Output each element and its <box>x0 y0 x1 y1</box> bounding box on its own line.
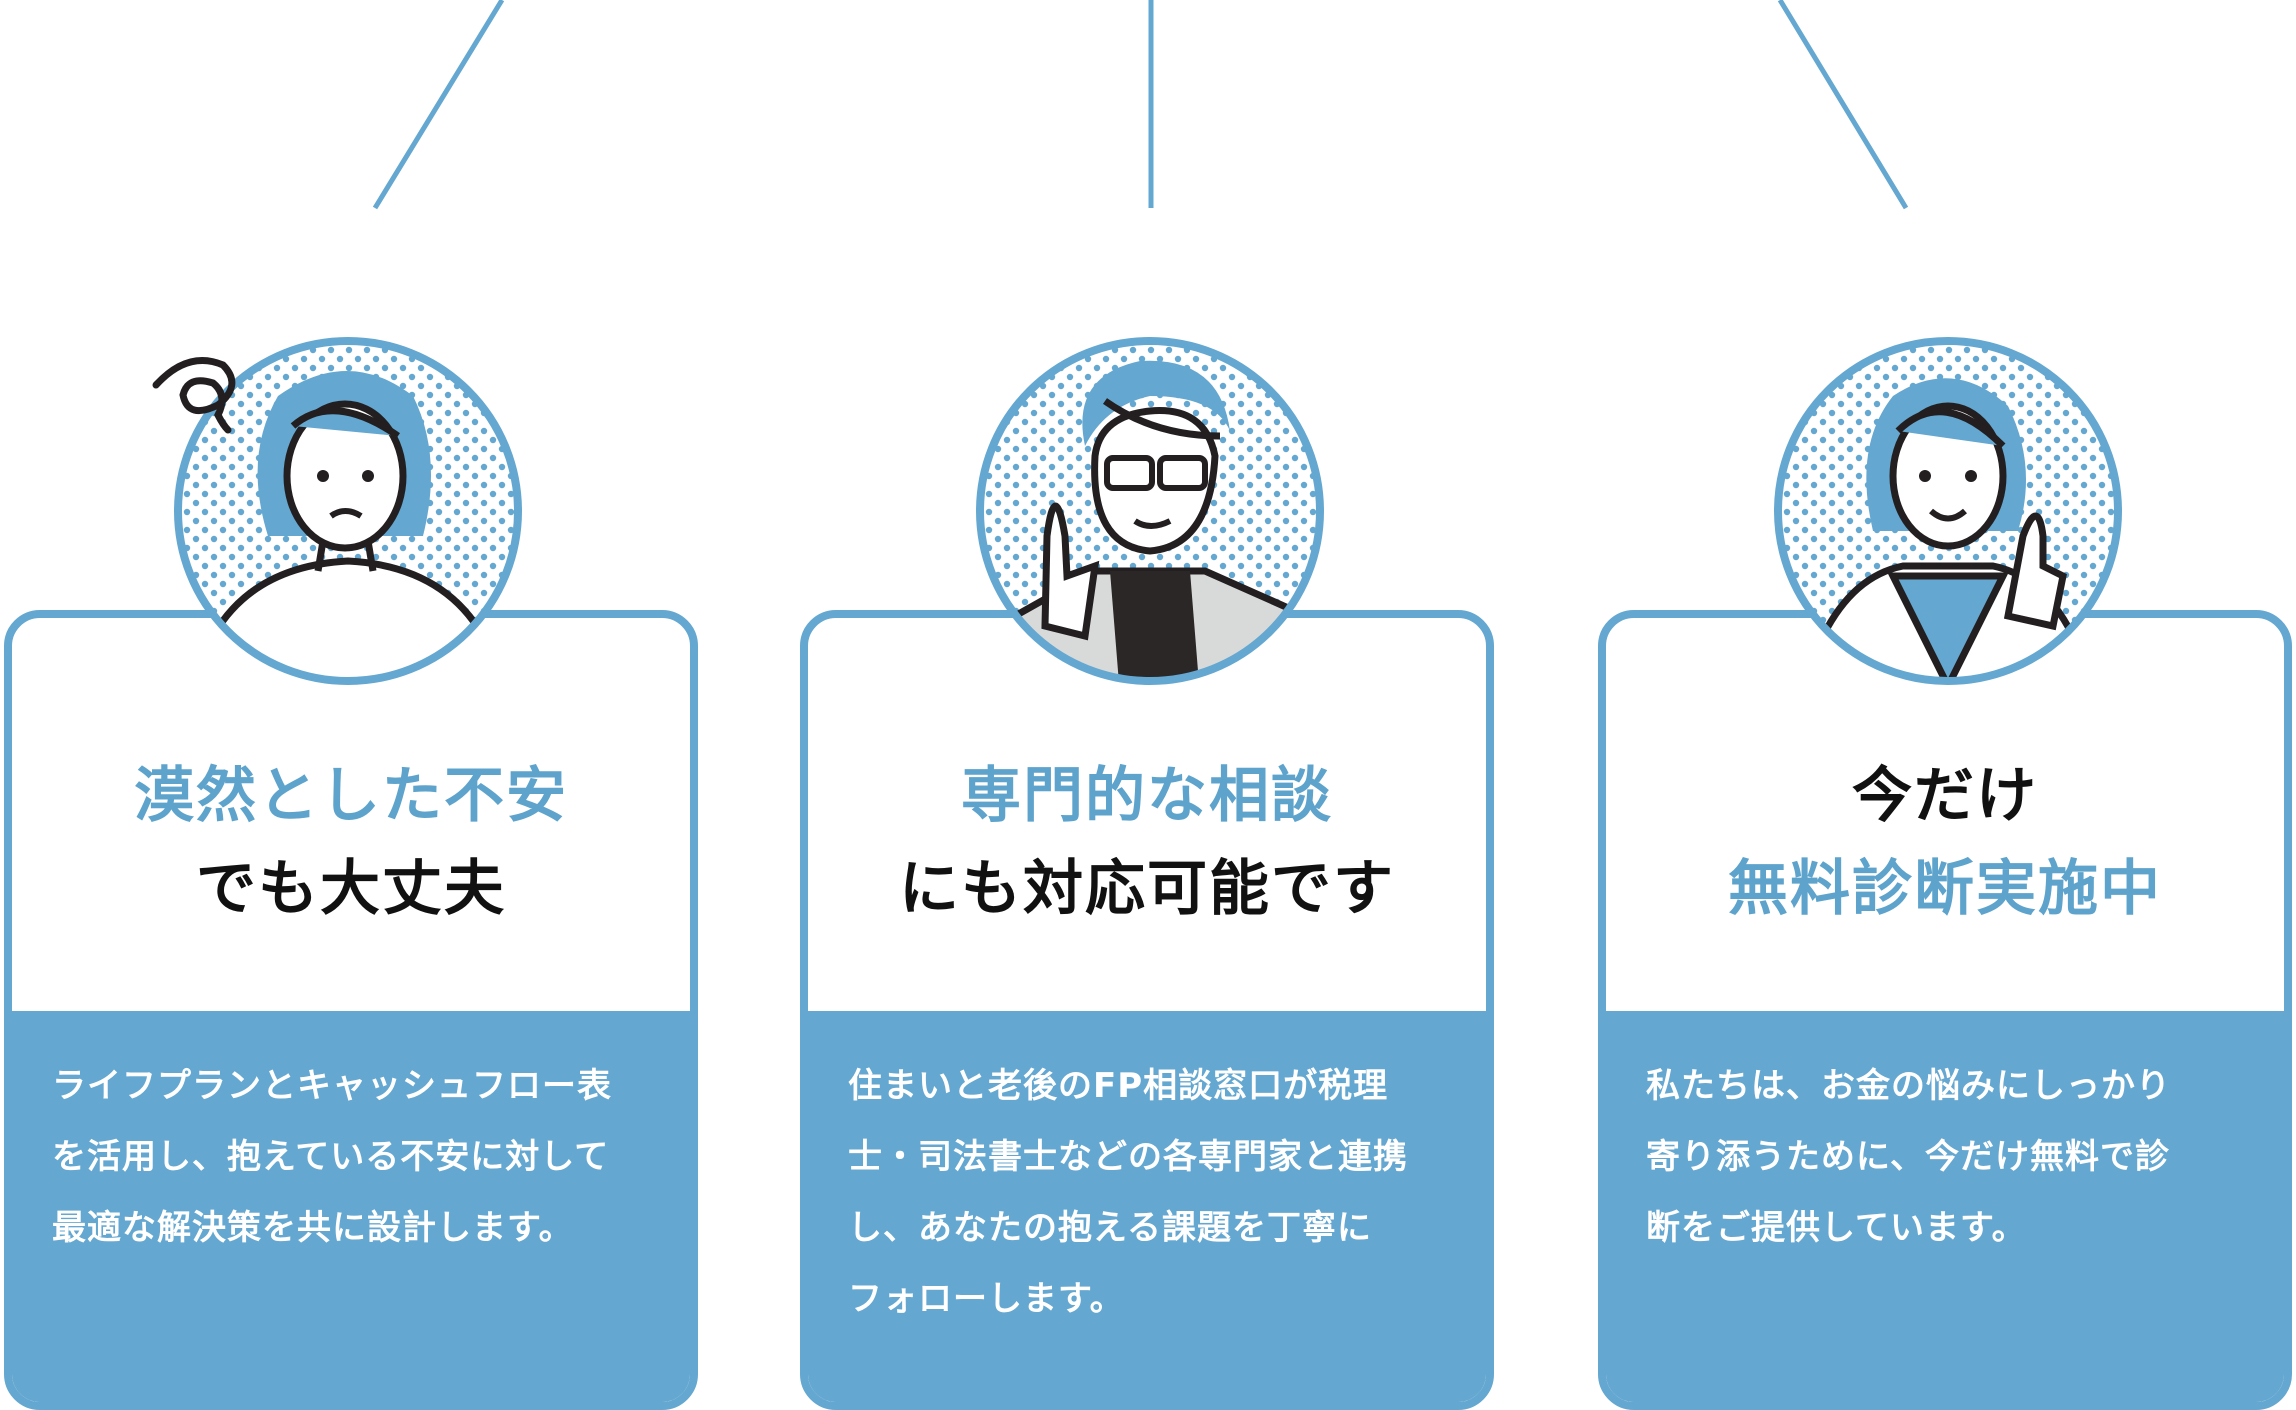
worry-scribble-icon <box>152 357 236 434</box>
card-body: 住まいと老後のFP相談窓口が税理 士・司法書士などの各専門家と連携 し、あなたの… <box>808 1011 1486 1402</box>
card-text-line: 住まいと老後のFP相談窓口が税理 <box>848 1066 1389 1106</box>
connector-lines <box>372 0 1909 210</box>
card-title-line2: でも大丈夫 <box>196 854 506 924</box>
card-text-line: ライフプランとキャッシュフロー表 <box>52 1066 612 1106</box>
card-title-line1: 漠然とした不安 <box>134 761 568 831</box>
card-title-line1: 今だけ <box>1852 761 2038 831</box>
card-text-line: を活用し、抱えている不安に対して <box>52 1137 610 1177</box>
card-title: 今だけ 無料診断実施中 <box>1606 750 2284 936</box>
connector-line-right <box>1777 0 1909 210</box>
card-title: 漠然とした不安 でも大丈夫 <box>12 750 690 936</box>
smiling-woman-illustration <box>1774 337 2122 685</box>
card-body: 私たちは、お金の悩みにしっかり 寄り添うために、今だけ無料で診 断をご提供してい… <box>1606 1011 2284 1402</box>
feature-card-free-diagnosis: 今だけ 無料診断実施中 私たちは、お金の悩みにしっかり 寄り添うために、今だけ無… <box>1598 610 2292 1410</box>
connector-line-left <box>372 0 505 210</box>
card-title-line1: 専門的な相談 <box>961 761 1333 831</box>
card-text-line: フォローします。 <box>848 1279 1125 1319</box>
worried-woman-illustration <box>174 337 522 685</box>
card-text-line: 最適な解決策を共に設計します。 <box>52 1208 574 1248</box>
card-description: ライフプランとキャッシュフロー表 を活用し、抱えている不安に対して 最適な解決策… <box>52 1051 660 1264</box>
card-description: 住まいと老後のFP相談窓口が税理 士・司法書士などの各専門家と連携 し、あなたの… <box>848 1051 1456 1335</box>
card-text-line: し、あなたの抱える課題を丁寧に <box>848 1208 1372 1248</box>
feature-card-anxiety: 漠然とした不安 でも大丈夫 ライフプランとキャッシュフロー表 を活用し、抱えてい… <box>4 610 698 1410</box>
expert-man-illustration <box>976 337 1324 685</box>
card-title: 専門的な相談 にも対応可能です <box>808 750 1486 936</box>
card-text-line: 断をご提供しています。 <box>1646 1208 2027 1248</box>
feature-card-expert: 専門的な相談 にも対応可能です 住まいと老後のFP相談窓口が税理 士・司法書士な… <box>800 610 1494 1410</box>
card-body: ライフプランとキャッシュフロー表 を活用し、抱えている不安に対して 最適な解決策… <box>12 1011 690 1402</box>
card-text-line: 私たちは、お金の悩みにしっかり <box>1646 1066 2171 1106</box>
card-title-line2: にも対応可能です <box>899 854 1395 924</box>
card-text-line: 寄り添うために、今だけ無料で診 <box>1646 1137 2170 1177</box>
card-title-line2: 無料診断実施中 <box>1728 854 2162 924</box>
card-text-line: 士・司法書士などの各専門家と連携 <box>848 1137 1408 1177</box>
card-description: 私たちは、お金の悩みにしっかり 寄り添うために、今だけ無料で診 断をご提供してい… <box>1646 1051 2254 1264</box>
